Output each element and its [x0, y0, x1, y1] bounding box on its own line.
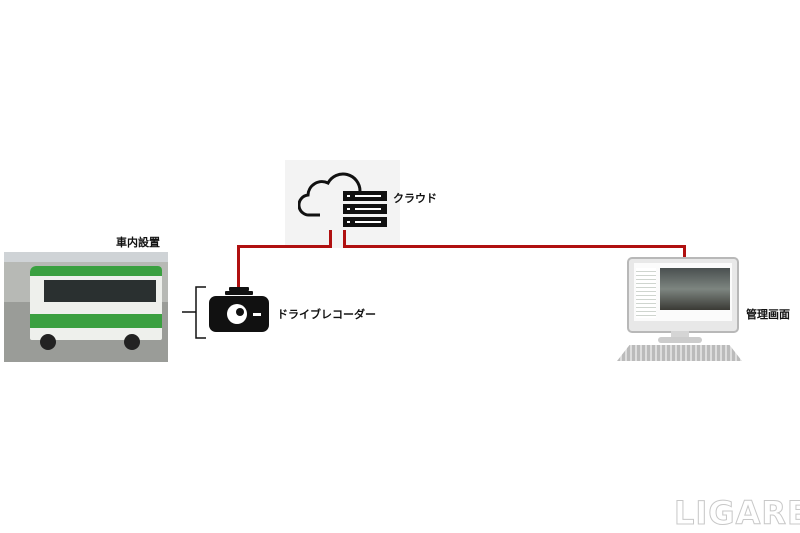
monitor-stand — [671, 331, 689, 340]
monitor-base — [658, 337, 702, 343]
link-line — [343, 245, 686, 248]
dashcam-icon — [209, 287, 269, 332]
dashcam-label: ドライブレコーダー — [277, 308, 376, 321]
bus-photo — [4, 252, 168, 362]
cloud-label: クラウド — [393, 192, 437, 205]
link-line — [237, 245, 240, 289]
admin-screen-label: 管理画面 — [746, 308, 790, 321]
cloud-icon — [298, 172, 362, 217]
bracket — [182, 286, 206, 339]
admin-screen-display — [634, 263, 732, 321]
link-line — [329, 230, 332, 248]
watermark: LIGARE — [674, 494, 800, 533]
monitor — [627, 257, 739, 333]
in-vehicle-label: 車内設置 — [116, 236, 160, 249]
link-line — [343, 230, 346, 248]
keyboard — [617, 345, 742, 361]
server-icon — [343, 191, 387, 227]
link-line — [683, 245, 686, 259]
link-line — [237, 245, 332, 248]
